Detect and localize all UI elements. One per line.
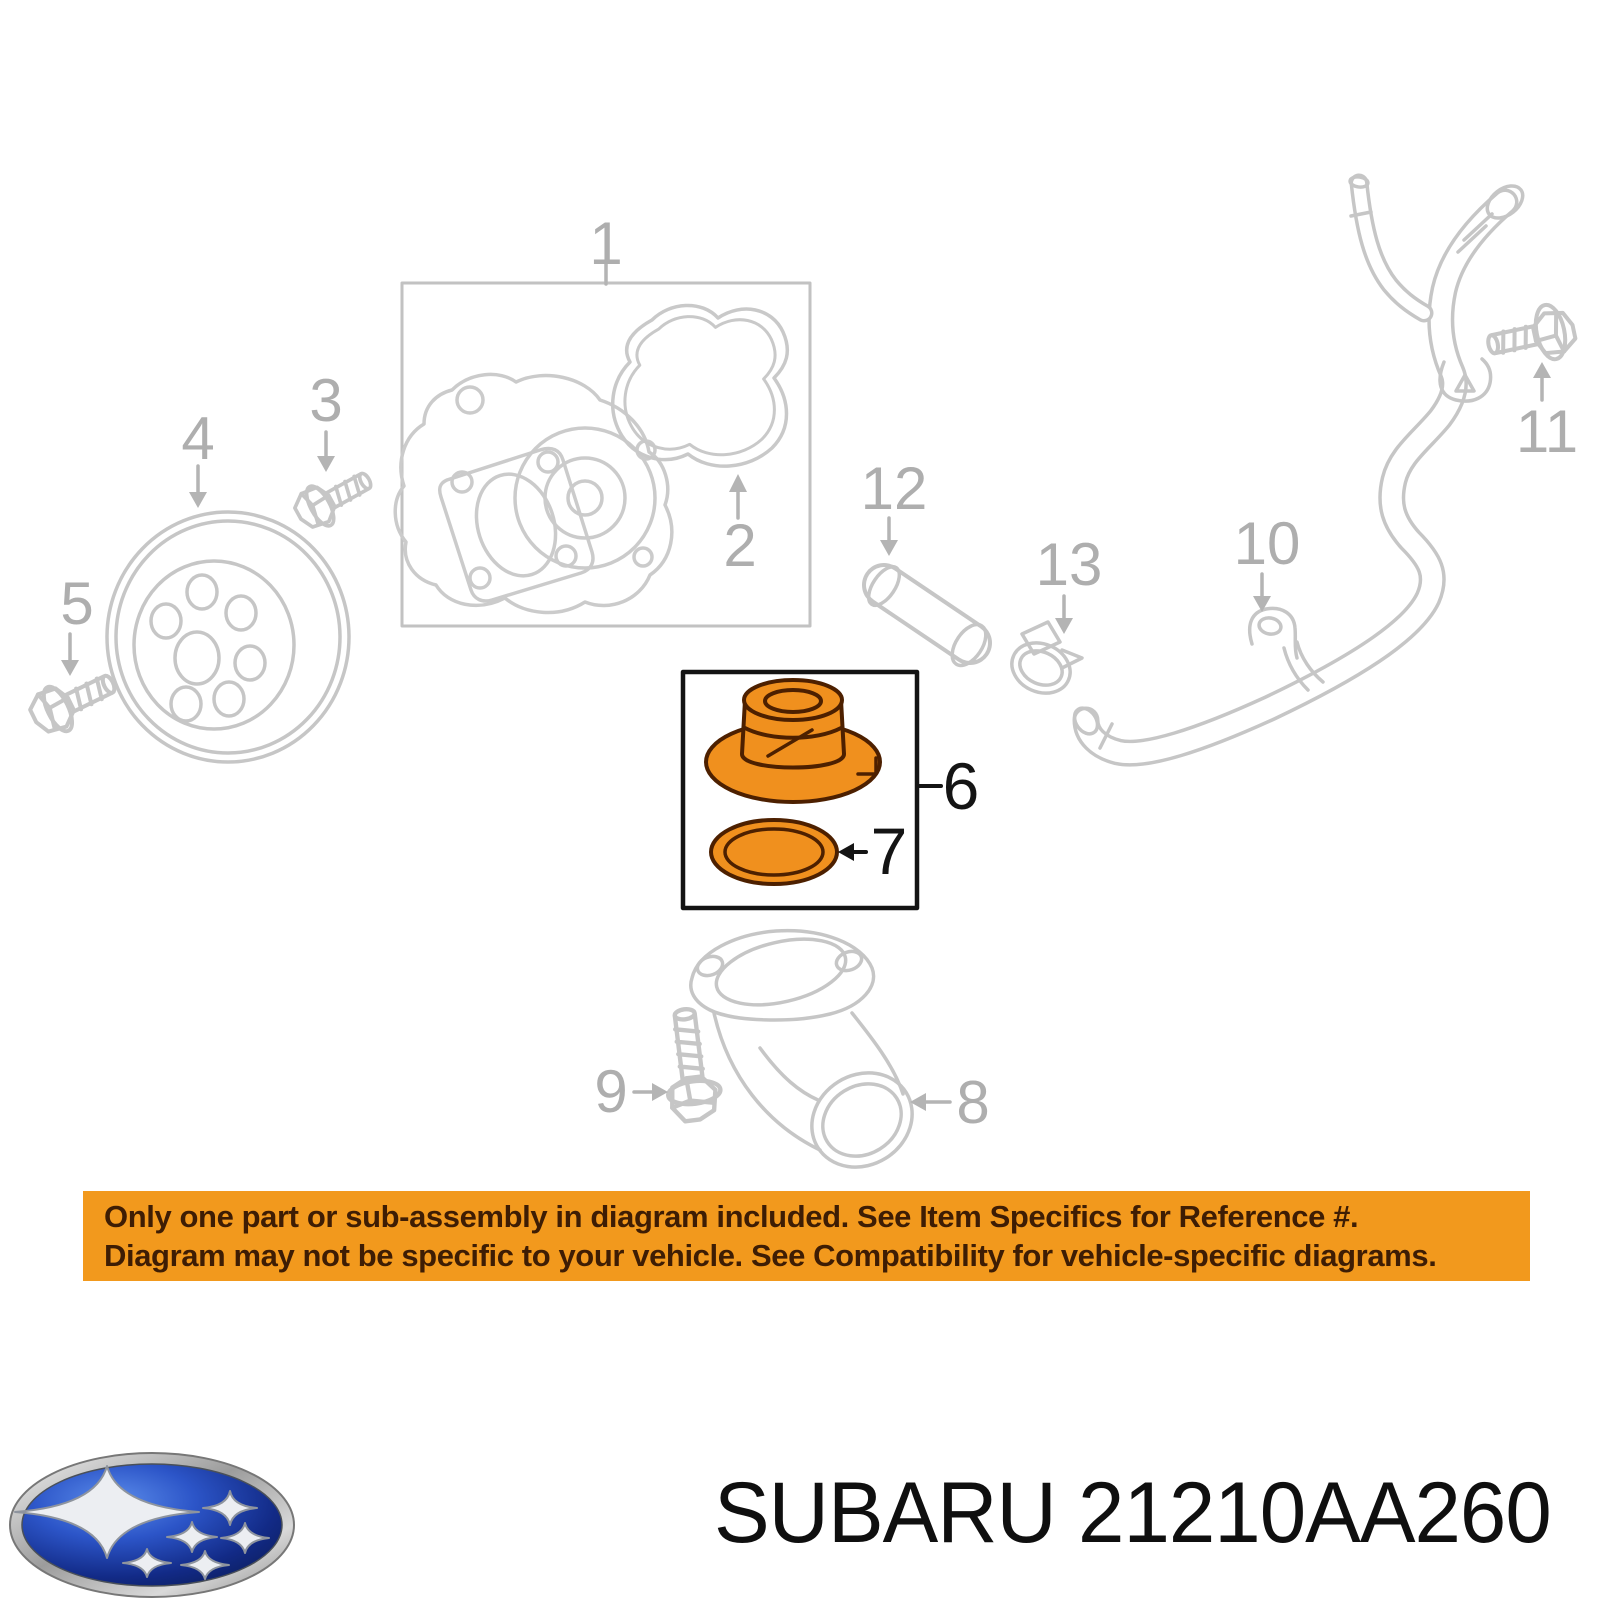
callout-label-3: 3	[309, 367, 343, 434]
callout-label-8: 8	[956, 1069, 990, 1136]
subaru-logo-icon	[9, 1452, 295, 1598]
pipe-assembly-group	[862, 173, 1578, 767]
arrow-to-part-7	[838, 843, 868, 861]
thermostat-housing-drawing	[689, 928, 914, 1169]
bolt-3-drawing	[293, 471, 373, 529]
notice-banner-line1: Only one part or sub-assembly in diagram…	[104, 1199, 1359, 1234]
housing-group	[632, 928, 952, 1169]
callout-label-12: 12	[860, 455, 928, 522]
pipe-bracket-drawing	[1247, 606, 1325, 692]
callout-label-5: 5	[60, 570, 94, 637]
hose-clamp-drawing	[1010, 620, 1084, 695]
arrow-to-part-4	[189, 464, 207, 508]
water-pipe-drawing	[1072, 173, 1525, 767]
bolt-11-drawing	[1486, 302, 1578, 362]
arrow-to-part-5	[61, 632, 79, 676]
notice-banner: Only one part or sub-assembly in diagram…	[83, 1191, 1530, 1281]
callout-label-11: 11	[1515, 398, 1579, 465]
pipe-clip-drawing	[1438, 357, 1493, 403]
thermostat-gasket-drawing	[709, 818, 839, 886]
pulley-group	[28, 430, 373, 764]
arrow-to-part-8	[910, 1093, 952, 1111]
notice-banner-line2: Diagram may not be specific to your vehi…	[104, 1238, 1437, 1273]
callout-label-9: 9	[594, 1058, 628, 1125]
arrow-to-part-3	[317, 430, 335, 472]
arrow-to-part-9	[632, 1083, 668, 1101]
callout-label-10: 10	[1233, 510, 1301, 577]
part-number-title: SUBARU 21210AA260	[714, 1465, 1552, 1561]
thermostat-drawing	[704, 678, 882, 804]
callout-label-4: 4	[181, 405, 215, 472]
pulley-drawing	[105, 510, 351, 764]
pump-gasket-drawing	[610, 303, 790, 468]
callout-label-6: 6	[942, 749, 980, 823]
arrow-to-part-10	[1253, 572, 1271, 612]
highlighted-parts-box	[680, 669, 943, 911]
callout-label-1: 1	[589, 210, 623, 277]
bolt-5-drawing	[28, 673, 117, 734]
callout-label-2: 2	[723, 512, 757, 579]
arrow-to-part-2	[729, 474, 747, 520]
subaru-star-cluster	[14, 1465, 270, 1580]
bolt-9-drawing	[666, 1007, 723, 1124]
water-pump-drawing	[393, 372, 674, 615]
callout-label-13: 13	[1035, 531, 1103, 598]
arrow-to-part-12	[880, 516, 898, 556]
arrow-to-part-13	[1055, 594, 1073, 634]
callout-label-7: 7	[870, 814, 908, 888]
arrow-to-part-11	[1533, 362, 1551, 402]
water-pump-box-group	[393, 260, 812, 628]
hose-drawing	[862, 563, 992, 668]
